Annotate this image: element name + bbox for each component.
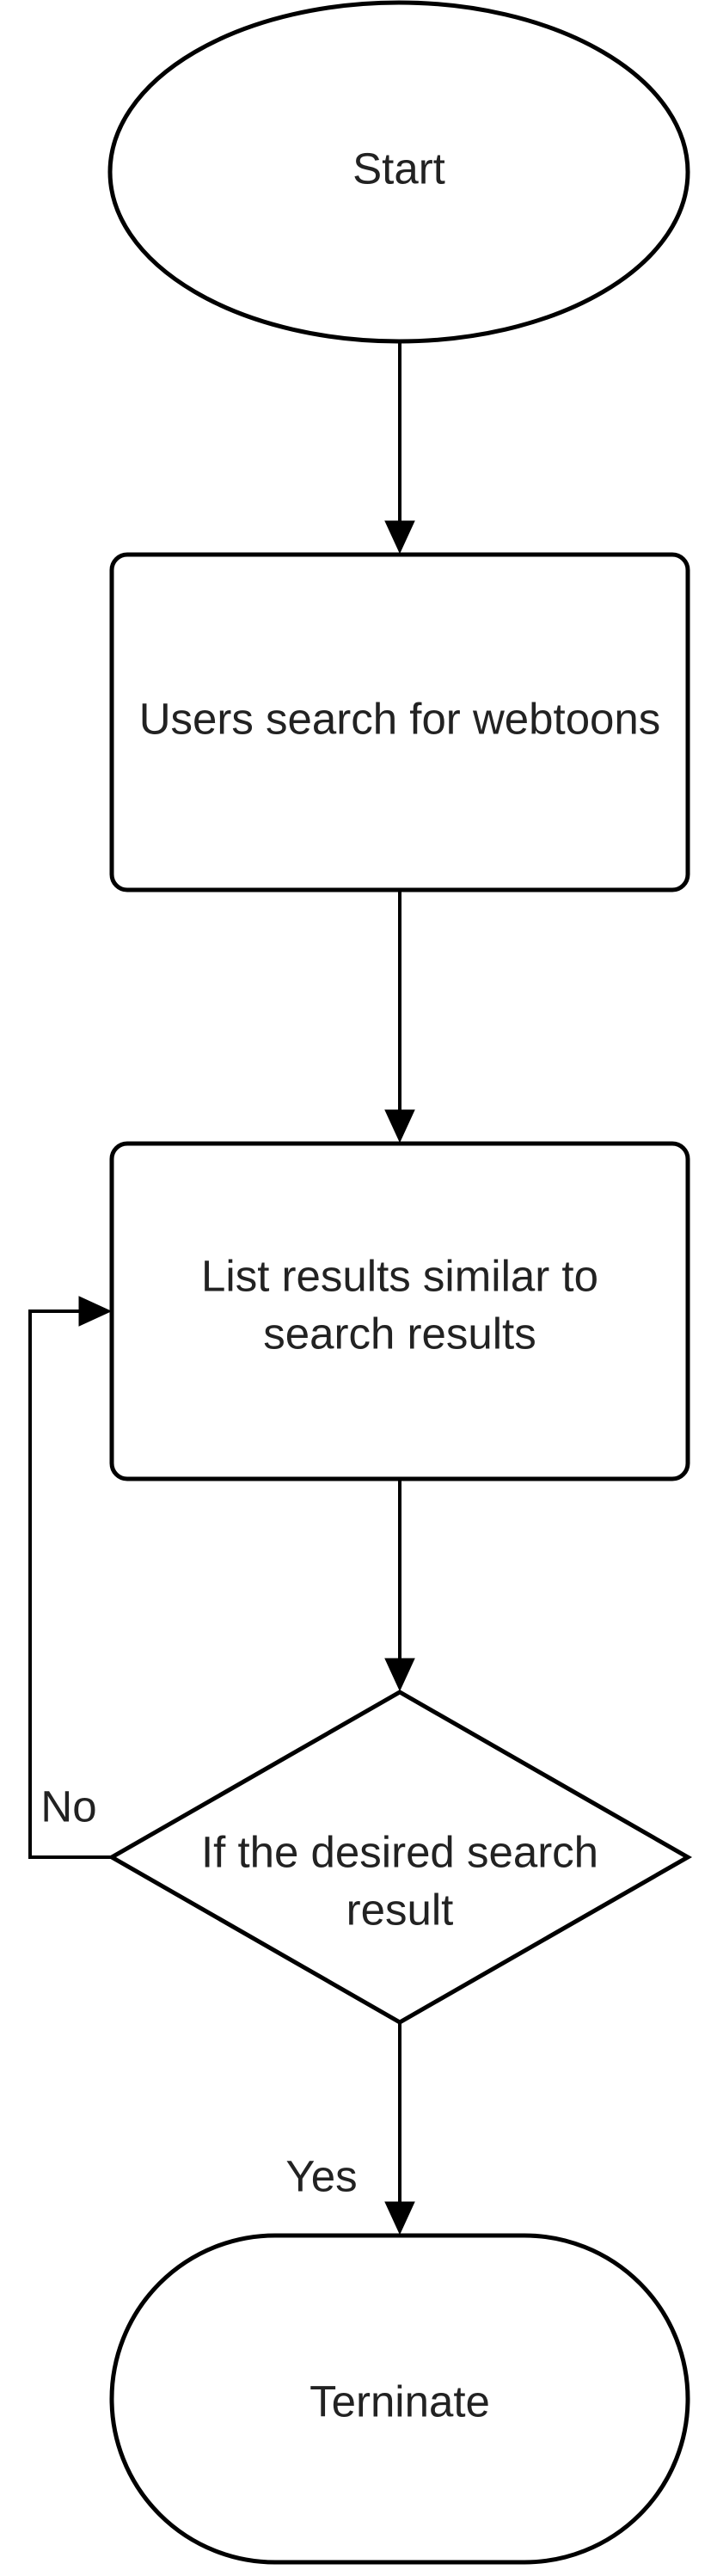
terminate-label: Terninate bbox=[310, 2377, 490, 2426]
arrow-decision-no-loop bbox=[28, 1309, 112, 1859]
yes-branch-label: Yes bbox=[285, 2151, 357, 2200]
decision-label-line1: If the desired search bbox=[201, 1827, 598, 1876]
arrowhead-start-to-search bbox=[384, 520, 415, 555]
search-process-label: Users search for webtoons bbox=[139, 694, 661, 743]
arrowhead-decision-yes bbox=[384, 2201, 415, 2236]
terminate-node bbox=[109, 2233, 690, 2565]
list-results-label-line1: List results similar to bbox=[201, 1251, 598, 1300]
arrowhead-search-to-list bbox=[384, 1109, 415, 1144]
arrowhead-list-to-decision bbox=[384, 1658, 415, 1692]
no-branch-label: No bbox=[40, 1782, 96, 1831]
decision-label-line2: result bbox=[346, 1885, 454, 1934]
list-results-label-line2: search results bbox=[263, 1309, 536, 1358]
arrowhead-decision-no-loop bbox=[78, 1296, 113, 1327]
start-label: Start bbox=[352, 144, 445, 193]
